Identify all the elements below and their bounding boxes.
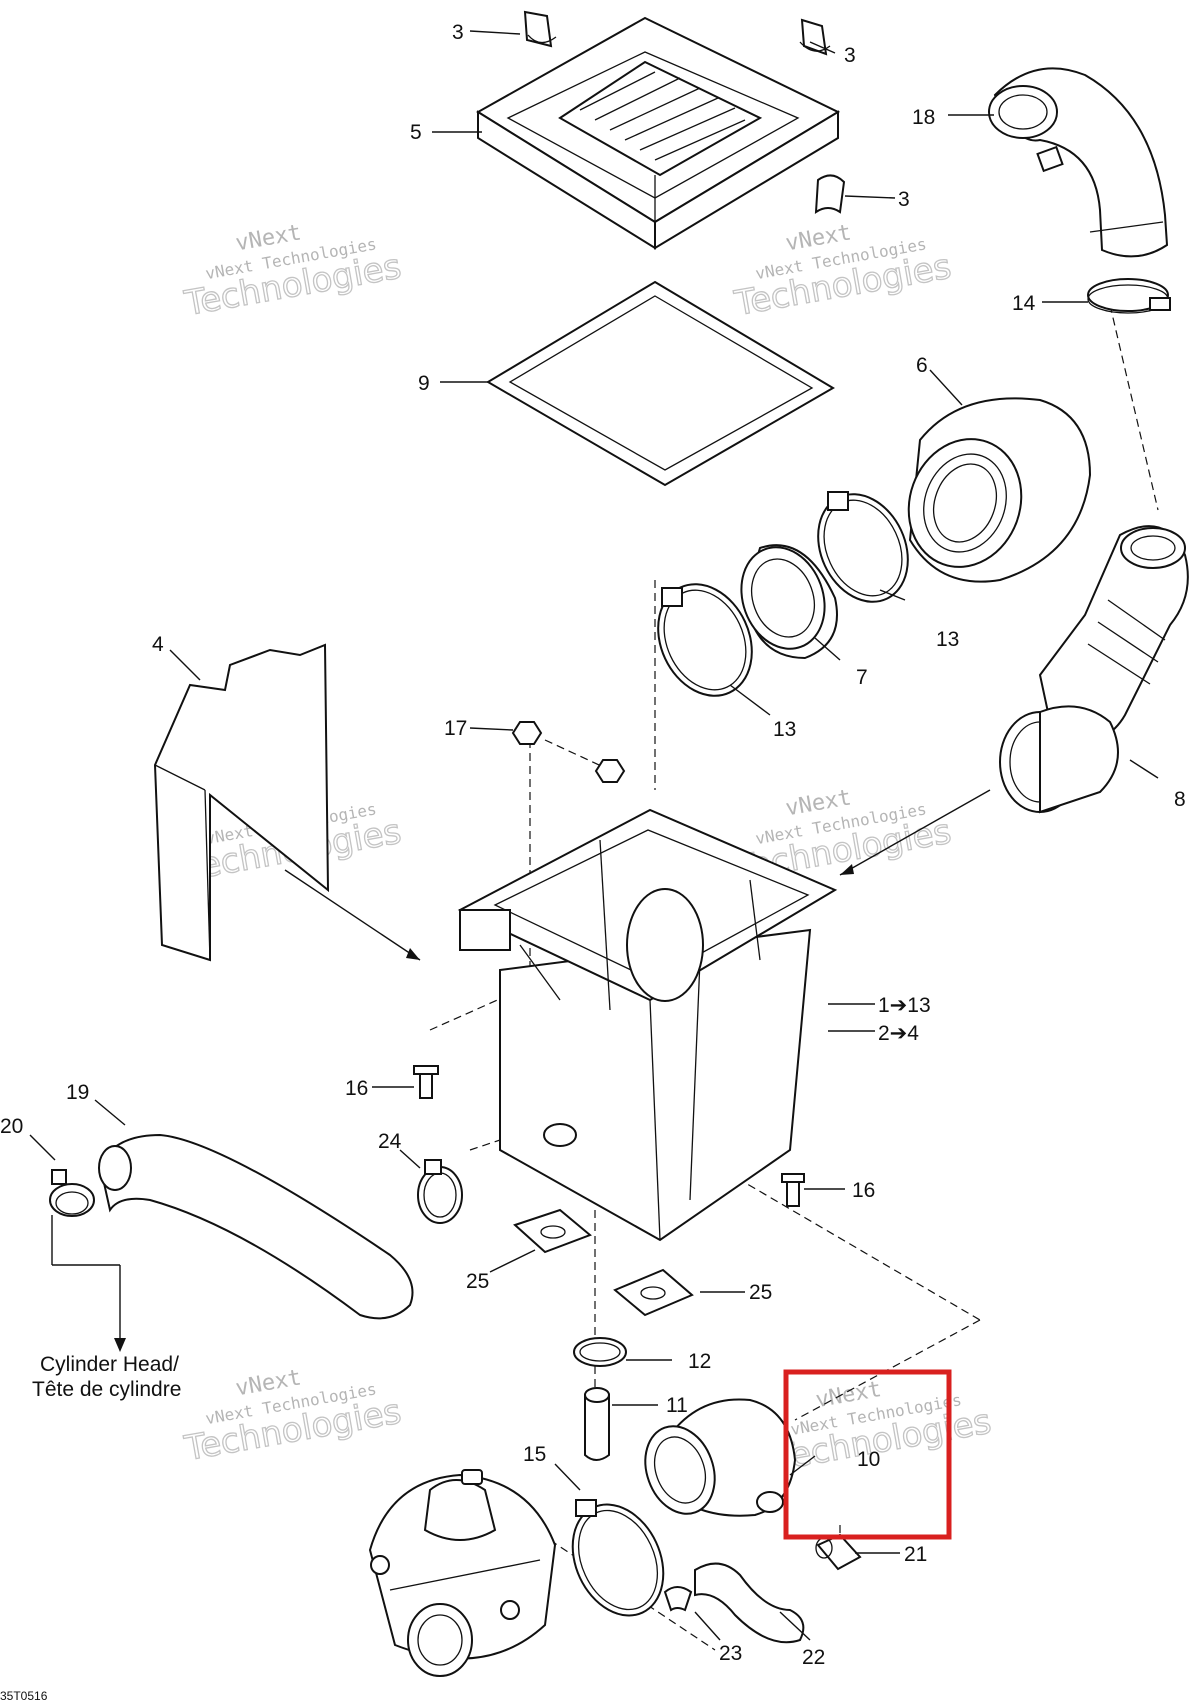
ring-part-12	[573, 1337, 627, 1367]
clamp-part-24	[417, 1159, 463, 1224]
callout-5: 5	[410, 121, 422, 144]
clamp-part-20	[49, 1169, 95, 1217]
hose-part-22	[694, 1562, 805, 1644]
watermark-top-right: vNext vNext Technologies Technologies	[730, 220, 954, 324]
air-filter-part-6	[907, 397, 1092, 583]
sleeve-part-11	[584, 1387, 610, 1461]
callout-14: 14	[1012, 292, 1036, 315]
nut-part-17-b	[594, 759, 626, 783]
callout-22: 22	[802, 1646, 825, 1669]
callout-13-lower: 13	[773, 718, 796, 741]
air-box-cover-part-5	[476, 16, 841, 250]
air-intake-elbow-part-18	[988, 67, 1169, 258]
callout-7: 7	[856, 666, 868, 689]
clamp-part-15	[571, 1499, 665, 1617]
clamp-part-13-upper	[817, 491, 909, 603]
highlight-box-part-10	[783, 1369, 952, 1540]
callout-3-top-right: 3	[844, 44, 856, 67]
clamp-part-13-lower	[657, 583, 753, 697]
clip-part-3-c	[814, 174, 846, 214]
pad-part-25-b	[613, 1268, 694, 1317]
air-duct-part-8	[999, 525, 1189, 814]
callout-16-right: 16	[852, 1179, 875, 1202]
heat-shield-part-4	[153, 643, 330, 962]
coupler-part-7	[740, 544, 838, 660]
leader-lines	[29, 30, 1159, 1641]
callout-17: 17	[444, 717, 467, 740]
bolt-part-16-b	[781, 1173, 805, 1207]
clamp-part-14	[1087, 278, 1171, 314]
bolt-part-16-a	[413, 1065, 439, 1099]
nut-part-17-a	[511, 721, 543, 745]
callout-20: 20	[0, 1115, 23, 1138]
callout-21: 21	[904, 1543, 927, 1566]
callout-11: 11	[666, 1394, 688, 1417]
callout-19: 19	[66, 1081, 89, 1104]
callout-3-top-left: 3	[452, 21, 464, 44]
callout-1-to-13: 1➔13	[878, 994, 931, 1017]
assembly-arrows	[51, 789, 991, 1352]
callout-10: 10	[857, 1448, 880, 1471]
clip-part-3-b	[799, 18, 831, 56]
fitting-part-21	[815, 1533, 862, 1571]
callout-labels: 3 3 5 3 18 14 9 6 13 7 13 4 8 17 1➔13 2➔…	[0, 21, 1186, 1669]
callout-18: 18	[912, 106, 935, 129]
callout-12: 12	[688, 1350, 711, 1373]
callout-9: 9	[418, 372, 430, 395]
callout-8: 8	[1174, 788, 1186, 811]
pad-part-25-a	[513, 1208, 592, 1254]
callout-6: 6	[916, 354, 928, 377]
callout-23: 23	[719, 1642, 742, 1665]
clip-part-3-a	[523, 10, 557, 48]
callout-4: 4	[152, 633, 164, 656]
callout-16-left: 16	[345, 1077, 368, 1100]
callout-25-left: 25	[466, 1270, 489, 1293]
clip-part-23	[663, 1586, 693, 1612]
callout-25-right: 25	[749, 1281, 772, 1304]
cylinder-head-note-line-2: Tête de cylindre	[32, 1378, 181, 1401]
watermark-bottom-left: vNext vNext Technologies Technologies	[180, 1365, 404, 1469]
callout-13-right: 13	[936, 628, 959, 651]
callout-24: 24	[378, 1130, 402, 1153]
carburetor-assembly	[368, 1469, 557, 1677]
air-box-body	[457, 808, 838, 1242]
adapter-part-10	[644, 1398, 797, 1517]
watermark-top-left: vNext vNext Technologies Technologies	[180, 220, 404, 324]
callout-2-to-4: 2➔4	[878, 1022, 919, 1045]
drawing-code: 35T0516	[0, 1689, 48, 1703]
callout-3-mid-right: 3	[898, 188, 910, 211]
cylinder-head-note-line-1: Cylinder Head/	[40, 1353, 179, 1376]
callout-15: 15	[523, 1443, 546, 1466]
gasket-part-9	[486, 280, 835, 487]
hose-part-19	[98, 1133, 414, 1320]
